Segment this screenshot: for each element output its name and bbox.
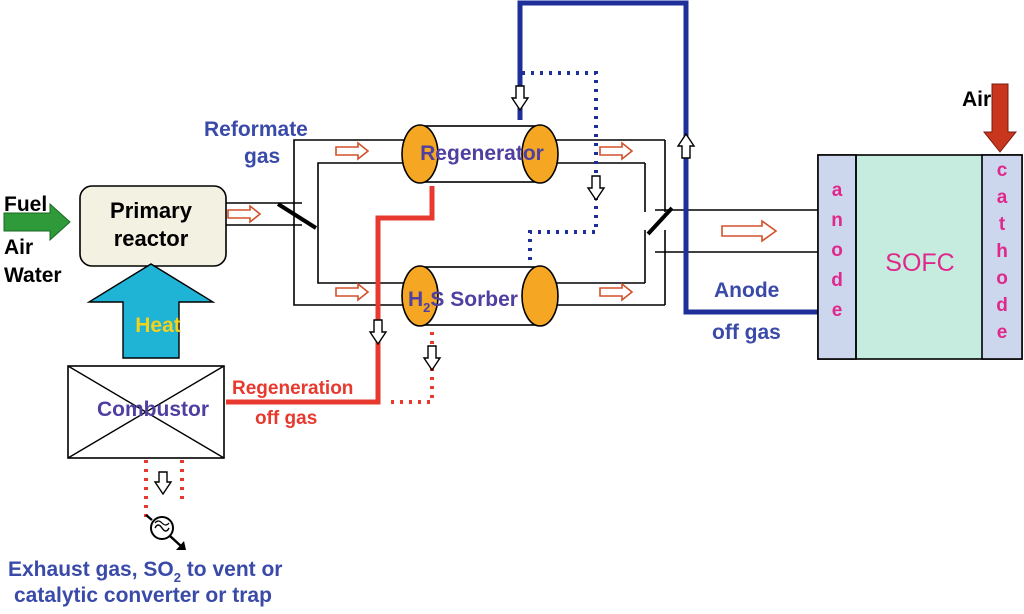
cathode-air-label: Air [962,88,991,111]
svg-text:a: a [832,180,843,201]
sofc-label: SOFC [885,249,954,277]
heat-label: Heat [135,314,181,337]
merger-valve [646,206,674,236]
cathode-layer [981,154,1023,360]
primary-reactor-label-2: reactor [114,226,189,251]
svg-text:c: c [997,160,1008,181]
water-label: Water [4,264,62,287]
exhaust-label-1: Exhaust gas, SO2 to vent or [8,558,282,585]
fuel-label: Fuel [4,193,47,216]
cathode-label: c a t h o d e [996,160,1008,343]
primary-reactor-label-1: Primary [110,198,193,223]
svg-text:a: a [997,187,1008,208]
regenerator-exit-dotted-line [518,71,598,262]
sofc-stack [817,154,1023,360]
anode-off-gas-label-2: off gas [712,321,781,344]
anode-off-gas-label-1: Anode [714,279,779,302]
regeneration-off-gas-label-1: Regeneration [232,378,353,399]
combustor [67,365,225,459]
regenerator-label: Regenerator [420,142,544,165]
svg-text:t: t [999,214,1006,235]
reformate-gas-label-2: gas [244,145,280,168]
splitter-valve [276,202,318,230]
svg-text:e: e [832,300,843,321]
svg-text:o: o [831,240,843,261]
hollow-arrows [153,85,696,496]
sorber-exit-dotted-line [385,332,434,404]
exhaust-fan-icon [145,514,186,550]
air-input-label: Air [4,236,33,259]
anode-off-gas-line [517,0,818,315]
svg-text:o: o [996,268,1008,289]
flow-arrows [227,141,778,302]
anode-label: a n o d e [831,180,843,321]
svg-text:h: h [996,241,1008,262]
sorber-vessel [401,265,559,327]
regenerator-vessel [401,124,559,184]
heat-arrow [86,263,216,359]
regeneration-off-gas-line [226,186,435,405]
svg-text:n: n [831,210,843,231]
regeneration-off-gas-label-2: off gas [255,408,317,429]
combustor-label: Combustor [97,398,209,421]
fuel-arrow [3,202,71,242]
sorber-label: H2S Sorber [408,288,518,315]
reformate-gas-label-1: Reformate [204,118,308,141]
svg-text:d: d [831,270,843,291]
exhaust-dotted-lines [144,460,184,518]
cathode-air-arrow [982,83,1018,153]
svg-text:d: d [996,295,1008,316]
anode-layer [817,154,857,360]
exhaust-label-2: catalytic converter or trap [14,584,272,607]
svg-text:e: e [997,322,1008,343]
